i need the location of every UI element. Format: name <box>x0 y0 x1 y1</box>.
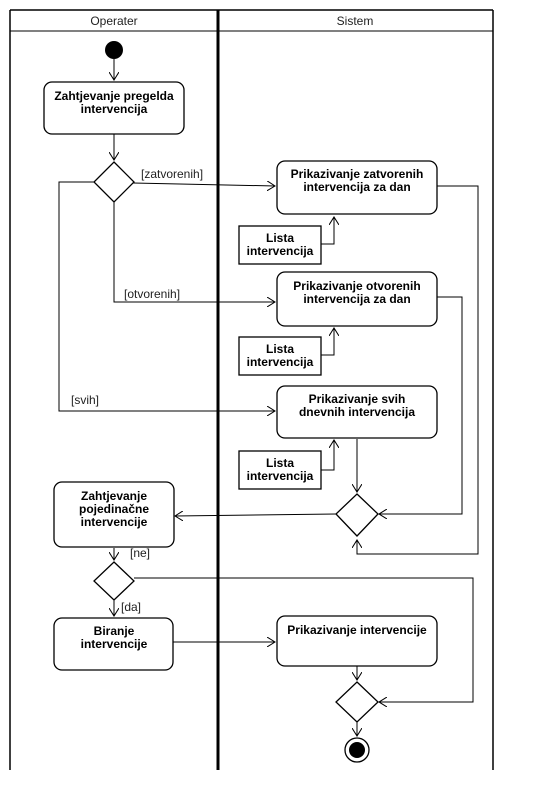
swimlanes: Operater Sistem <box>9 9 494 770</box>
object-label-line1: Lista <box>266 342 294 356</box>
object-lista-3: Lista intervencija <box>238 450 322 490</box>
activity-label-line1: Zahtjevanje <box>81 489 147 503</box>
edge-ne-to-final-merge <box>134 577 474 702</box>
object-label-line2: intervencija <box>247 355 314 369</box>
object-label-line1: Lista <box>266 231 294 245</box>
merge-lists <box>335 493 379 537</box>
edge-merge-to-pojedinacne <box>175 514 337 516</box>
object-label-line1: Lista <box>266 456 294 470</box>
activity-zahtjevanje-pregleda: Zahtjevanje pregelda intervencija <box>43 81 185 135</box>
edge-lista1 <box>321 217 334 245</box>
edge-lista2 <box>321 328 334 356</box>
guard-svih: [svih] <box>71 393 99 407</box>
edge-to-otvorenih <box>113 202 275 302</box>
activity-label-line2: dnevnih intervencija <box>299 405 415 419</box>
decision-filter <box>93 161 135 203</box>
activity-prikaz-intervencije: Prikazivanje intervencije <box>276 615 438 667</box>
activity-biranje: Biranje intervencije <box>53 617 174 671</box>
guard-otvorenih: [otvorenih] <box>124 287 180 301</box>
activity-label-line1: Biranje <box>94 624 135 638</box>
activity-label-line1: Prikazivanje zatvorenih <box>291 167 424 181</box>
decision-select <box>93 561 135 601</box>
edge-lista3 <box>321 440 334 471</box>
edge-to-zatvorenih <box>132 183 275 186</box>
activity-label-line2: pojedinačne <box>79 502 149 516</box>
edge-to-svih <box>58 181 275 411</box>
activity-prikaz-otvorenih: Prikazivanje otvorenih intervencija za d… <box>276 271 438 327</box>
object-lista-2: Lista intervencija <box>238 336 322 376</box>
activity-label-line1: Prikazivanje svih <box>309 392 406 406</box>
activity-label-line1: Prikazivanje otvorenih <box>293 279 420 293</box>
guard-da: [da] <box>121 600 141 614</box>
object-lista-1: Lista intervencija <box>238 225 322 265</box>
object-label-line2: intervencija <box>247 469 314 483</box>
activity-label-line2: intervencija za dan <box>303 292 410 306</box>
object-label-line2: intervencija <box>247 244 314 258</box>
lane-title-operater: Operater <box>90 14 137 28</box>
guard-ne: [ne] <box>130 546 150 560</box>
activity-label-line2: intervencije <box>81 637 148 651</box>
activity-label-line3: intervencije <box>81 515 148 529</box>
activity-label-line2: intervencija za dan <box>303 180 410 194</box>
lane-title-sistem: Sistem <box>337 14 374 28</box>
activity-label-line2: intervencija <box>81 102 148 116</box>
final-node <box>344 737 370 763</box>
activity-label-line1: Zahtjevanje pregelda <box>54 89 174 103</box>
activity-zahtjevanje-pojedinacne: Zahtjevanje pojedinačne intervencije <box>53 481 175 548</box>
activity-label-line1: Prikazivanje intervencije <box>287 623 427 637</box>
guard-zatvorenih: [zatvorenih] <box>141 167 203 181</box>
edge-zatvorenih-to-merge <box>357 185 479 555</box>
merge-final <box>335 681 379 723</box>
activity-prikaz-svih: Prikazivanje svih dnevnih intervencija <box>276 385 438 439</box>
activity-prikaz-zatvorenih: Prikazivanje zatvorenih intervencija za … <box>276 160 438 215</box>
edge-otvorenih-to-merge <box>379 296 463 514</box>
edges <box>58 59 479 736</box>
initial-node <box>105 41 123 59</box>
